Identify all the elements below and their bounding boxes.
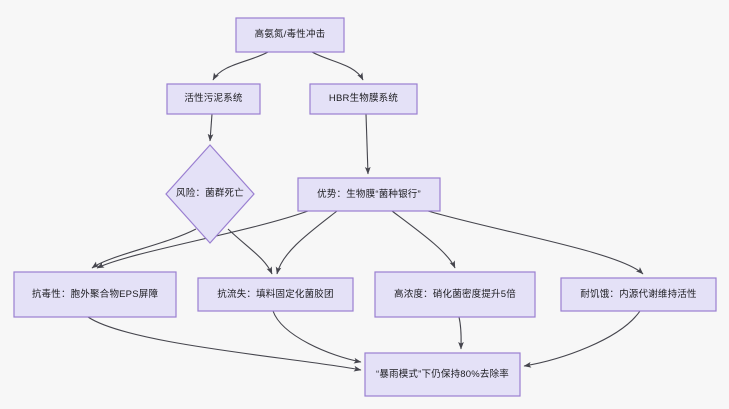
edges-layer — [87, 51, 644, 372]
edge-anti-washout-to-conclusion — [272, 310, 362, 364]
edge-risk-to-anti-washout — [227, 228, 273, 275]
edge-activated-sludge-to-risk — [207, 113, 214, 142]
node-high-density[interactable] — [374, 271, 536, 318]
edge-hbr-biofilm-to-advantage — [364, 113, 371, 175]
edge-advantage-to-anti-toxicity — [96, 210, 309, 269]
edge-shock-to-activated-sludge — [212, 51, 269, 81]
edge-advantage-to-starvation — [427, 210, 644, 275]
edge-starvation-to-conclusion — [523, 310, 641, 368]
node-activated-sludge[interactable] — [166, 83, 261, 115]
edge-high-density-to-conclusion — [458, 316, 464, 350]
edge-advantage-to-high-density — [391, 210, 456, 269]
node-risk-diamond[interactable] — [165, 144, 255, 244]
nodes-layer — [13, 17, 717, 397]
node-shock[interactable] — [235, 17, 345, 53]
node-anti-washout[interactable] — [197, 277, 354, 312]
node-starvation[interactable] — [560, 277, 717, 312]
edge-anti-toxicity-to-conclusion — [87, 316, 362, 372]
edge-risk-to-anti-toxicity — [91, 228, 197, 269]
node-anti-toxicity[interactable] — [13, 271, 177, 318]
edge-advantage-to-anti-washout — [275, 210, 338, 275]
edge-shock-to-hbr-biofilm — [311, 51, 364, 81]
node-advantage[interactable] — [297, 177, 441, 212]
node-hbr-biofilm[interactable] — [309, 83, 418, 115]
node-conclusion[interactable] — [364, 352, 521, 397]
